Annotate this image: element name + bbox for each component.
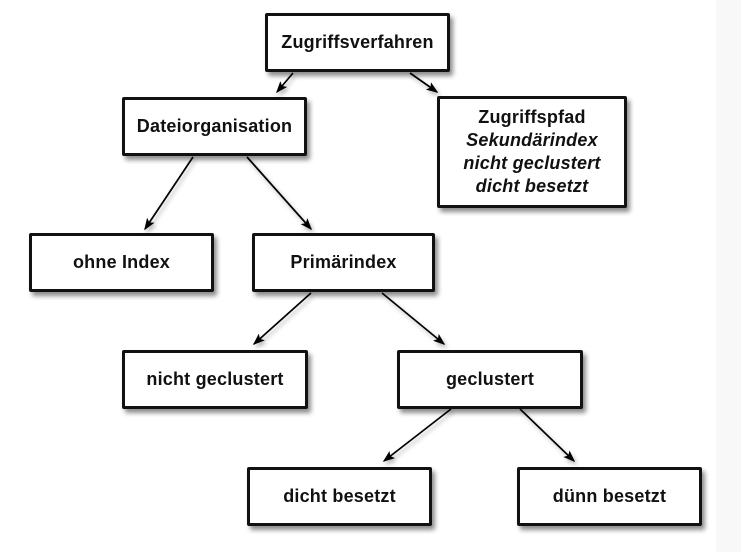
edge-zugriffsverfahren-dateiorganisation (276, 72, 294, 94)
node-zugriffspfad-line-3: nicht geclustert (463, 153, 601, 173)
node-duenn-besetzt-label: dünn besetzt (552, 486, 667, 506)
node-dateiorganisation-label: Dateiorganisation (136, 116, 293, 136)
node-ohne-index-label: ohne Index (72, 252, 170, 272)
node-dicht-besetzt: dicht besetzt (247, 467, 432, 526)
node-zugriffsverfahren-label: Zugriffsverfahren (281, 32, 434, 52)
node-geclustert: geclustert (397, 350, 583, 409)
edge-dateiorganisation-primaerindex (246, 156, 312, 231)
node-nicht-geclustert: nicht geclustert (122, 350, 308, 409)
node-zugriffsverfahren: Zugriffsverfahren (265, 13, 450, 72)
node-dateiorganisation: Dateiorganisation (122, 97, 307, 156)
node-duenn-besetzt: dünn besetzt (517, 467, 702, 526)
edge-geclustert-duenn-besetzt (519, 408, 576, 463)
node-ohne-index: ohne Index (29, 233, 214, 292)
node-nicht-geclustert-label: nicht geclustert (146, 369, 284, 389)
node-zugriffspfad-label: Zugriffspfad Sekundärindex nicht geclust… (463, 106, 600, 198)
edge-dateiorganisation-ohne-index (144, 156, 194, 231)
edge-zugriffsverfahren-zugriffspfad (409, 72, 439, 93)
node-geclustert-label: geclustert (445, 369, 535, 389)
edge-primaerindex-geclustert (381, 292, 446, 345)
node-zugriffspfad-line-1: Zugriffspfad (478, 107, 586, 127)
node-zugriffspfad: Zugriffspfad Sekundärindex nicht geclust… (437, 96, 627, 208)
node-dicht-besetzt-label: dicht besetzt (283, 486, 396, 506)
node-zugriffspfad-line-4: dicht besetzt (475, 176, 589, 196)
node-primaerindex-label: Primärindex (290, 252, 397, 272)
page-right-margin (716, 0, 741, 552)
edge-geclustert-dicht-besetzt (382, 408, 452, 462)
node-zugriffspfad-line-2: Sekundärindex (466, 130, 598, 150)
edge-primaerindex-nicht-geclustert (252, 292, 312, 346)
node-primaerindex: Primärindex (252, 233, 435, 292)
